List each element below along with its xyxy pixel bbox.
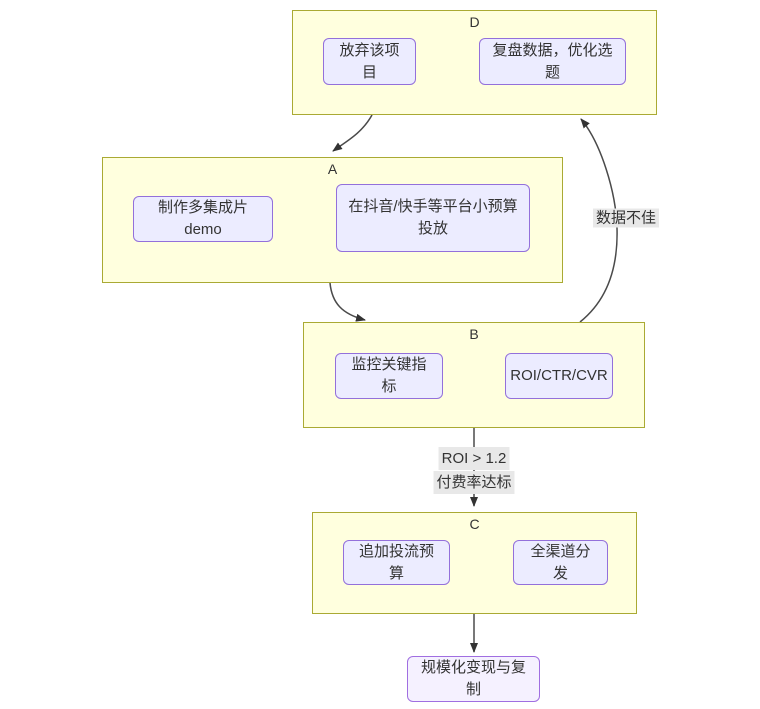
subgraph-label-D: D [469,14,480,30]
node-roi-ctr-cvr: ROI/CTR/CVR [505,353,613,399]
edge-B-to-D [579,118,618,323]
node-make-demo: 制作多集成片demo [133,196,273,242]
edge-label-roi-line2: 付费率达标 [433,471,515,494]
node-review-data: 复盘数据，优化选题 [479,38,626,85]
edge-label-roi-line1: ROI > 1.2 [438,447,510,470]
subgraph-label-C: C [469,516,480,532]
edge-label-roi-condition: ROI > 1.2 付费率达标 [433,447,515,495]
edge-label-data-bad: 数据不佳 [592,207,660,228]
subgraph-label-B: B [469,326,479,342]
node-give-up-project: 放弃该项目 [323,38,416,85]
node-add-ad-budget: 追加投流预算 [343,540,450,585]
node-omni-distribute: 全渠道分发 [513,540,608,585]
node-small-budget-ads: 在抖音/快手等平台小预算投放 [336,184,530,252]
node-scale-monetize: 规模化变现与复制 [407,656,540,702]
edge-A-to-B [329,282,366,322]
subgraph-label-A: A [327,161,338,177]
edge-label-data-bad-text: 数据不佳 [592,208,660,228]
edge-D-to-A [332,114,373,152]
node-monitor-metrics: 监控关键指标 [335,353,443,399]
